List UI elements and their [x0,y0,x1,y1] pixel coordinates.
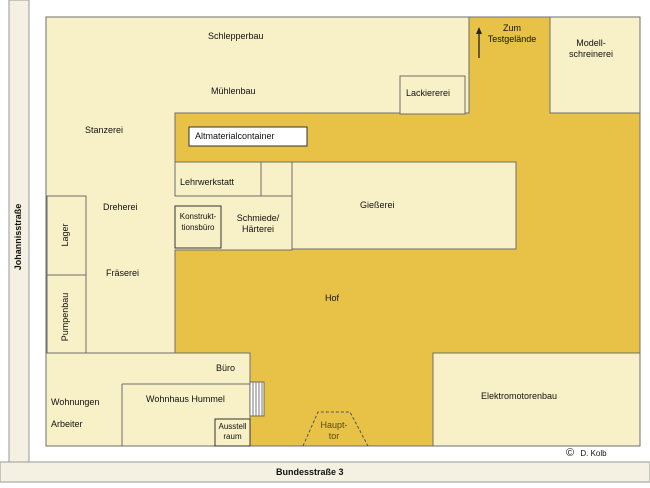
bundesstrasse-label: Bundesstraße 3 [276,467,344,477]
elektromotorenbau-label: Elektromotorenbau [481,391,558,401]
stanzerei-label: Stanzerei [85,125,124,135]
pumpenbau-label: Pumpenbau [60,292,70,342]
schmiede-line2: Härterei [241,224,274,234]
konstruktionsbuero-line2: tionsbüro [181,223,215,232]
copyright-symbol: © [566,447,575,459]
bundesstrasse-road [0,461,650,483]
schlepperbau-label: Schlepperbau [208,31,264,41]
altmaterial-label: Altmaterialcontainer [195,131,275,141]
arbeiter-label: Arbeiter [51,419,83,429]
schmiede-label: Schmiede/ Härterei [230,213,286,235]
haupttor-line2: tor [328,431,340,441]
lager-label: Lager [60,223,70,247]
konstruktionsbuero-line1: Konstrukt- [179,212,217,221]
entrance-steps [249,381,265,417]
schmiede-line1: Schmiede/ [236,213,280,223]
ausstellraum-building [214,418,251,447]
giesserei-building [291,161,517,250]
ausstellraum-label: Ausstell raum [215,422,250,442]
buero-label: Büro [216,363,236,373]
konstruktionsbuero-label: Konstrukt- tionsbüro [175,211,221,233]
fraeserei-label: Fräserei [106,268,140,278]
testgelaende-label: Zum Testgelände [482,23,542,45]
lehrwerkstatt-building [174,161,262,197]
modellschreinerei-label: Modell- schreinerei [555,38,627,60]
muehlenbau-label: Mühlenbau [211,86,256,96]
modellschreinerei-line1: Modell- [576,38,606,48]
testgelaende-line2: Testgelände [487,34,537,44]
lackiererei-label: Lackiererei [406,88,451,98]
lackiererei-building [399,75,466,115]
wohnungen-label: Wohnungen [51,397,100,407]
author-name: D. Kolb [580,449,607,458]
hof-label: Hof [325,293,340,303]
test-area-arrow [476,27,482,58]
lehrwerkstatt-label: Lehrwerkstatt [180,177,235,187]
johannisstrasse-label: Johannisstraße [13,203,23,271]
modellschreinerei-building [549,16,641,114]
wohnhaus-label: Wohnhaus Hummel [146,394,225,404]
konstruktionsbuero-building [174,205,222,249]
haupttor-label: Haupt- tor [315,420,353,442]
ausstellraum-line2: raum [223,432,242,441]
ausstellraum-line1: Ausstell [218,422,247,431]
modellschreinerei-line2: schreinerei [568,49,614,59]
altmaterialcontainer-building [188,126,308,147]
testgelaende-line1: Zum [503,23,521,33]
giesserei-label: Gießerei [360,200,395,210]
haupttor-line1: Haupt- [320,420,348,430]
copyright-credit: © D. Kolb [566,448,607,459]
elektromotorenbau-building [432,352,641,447]
dreherei-label: Dreherei [103,202,138,212]
